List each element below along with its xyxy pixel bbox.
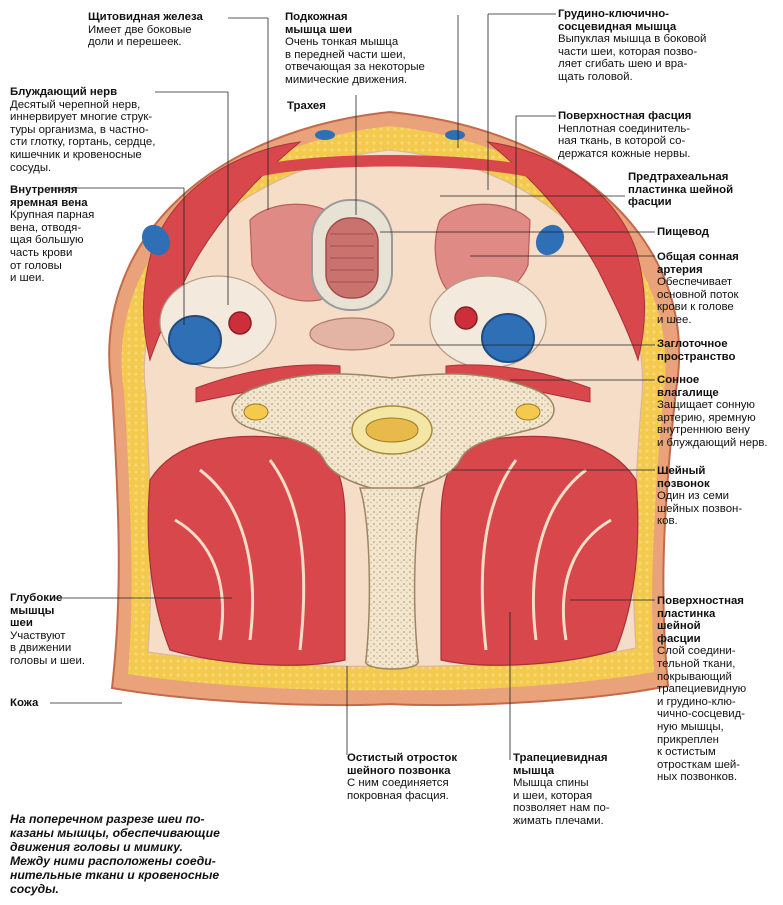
skin-label: Кожа xyxy=(10,697,70,710)
external-jugular-vein-left xyxy=(141,224,171,256)
external-jugular-vein-right xyxy=(535,224,565,256)
scm-desc: Выпуклая мышца в боковой части шеи, кото… xyxy=(558,33,707,83)
platysma-desc: Очень тонкая мышца в передней части шеи,… xyxy=(285,36,425,86)
thyroid-desc: Имеет две боковые доли и перешеек. xyxy=(88,23,192,49)
jugular-desc: Крупная парная вена, отводя- щая большую… xyxy=(10,209,95,285)
superficial-lamina-label: Поверхностная пластинка шейной фасции Сл… xyxy=(657,595,782,784)
esophagus-title: Пищевод xyxy=(657,226,710,238)
trachea-rings xyxy=(330,233,374,283)
vertebra-label: Шейный позвонок Один из семи шейных позв… xyxy=(657,465,777,528)
internal-jugular-vein-left xyxy=(168,315,222,365)
spinous-desc: С ним соединяется покровная фасция. xyxy=(347,777,449,802)
vertebra-desc: Один из семи шейных позвон- ков. xyxy=(657,490,743,528)
common-carotid-artery-right xyxy=(454,306,478,330)
skin-title: Кожа xyxy=(10,697,39,709)
vertebra-title: Шейный позвонок xyxy=(657,465,710,490)
common-carotid-artery-left xyxy=(228,311,252,335)
trapezius-desc: Мышца спины и шеи, которая позволяет нам… xyxy=(513,777,610,827)
jugular-label: Внутренняя яремная вена Крупная парная в… xyxy=(10,184,130,285)
carotid-label: Общая сонная артерия Обеспечивает основн… xyxy=(657,251,772,327)
superficial-fascia-desc: Неплотная соединитель- ная ткань, в кото… xyxy=(558,122,691,160)
superficial-fascia-label: Поверхностная фасция Неплотная соедините… xyxy=(558,110,758,160)
vertebral-artery-left xyxy=(243,403,269,421)
sternocleidomastoid-left xyxy=(142,141,302,362)
thyroid-label: Щитовидная железа Имеет две боковые доли… xyxy=(88,11,228,49)
figure-caption: На поперечном разрезе шеи по- казаны мыш… xyxy=(10,812,220,896)
spinal-cord xyxy=(365,417,419,443)
pretracheal-label: Предтрахеальная пластинка шейной фасции xyxy=(628,171,778,209)
platysma-label: Подкожная мышца шеи Очень тонкая мышца в… xyxy=(285,11,455,87)
trachea-title: Трахея xyxy=(287,100,326,112)
superficial-lamina-desc: Слой соедини- тельной ткани, покрывающий… xyxy=(657,645,747,784)
leader-lines xyxy=(48,13,655,760)
vertebral-artery-right xyxy=(515,403,541,421)
scm-title: Грудино-ключично- сосцевидная мышца xyxy=(558,8,677,33)
sternocleidomastoid-right xyxy=(486,141,646,362)
carotid-desc: Обеспечивает основной поток крови к голо… xyxy=(657,276,739,326)
retropharyngeal-label: Заглоточное пространство xyxy=(657,338,777,363)
thyroid-title: Щитовидная железа xyxy=(88,11,203,23)
superficial-fascia-title: Поверхностная фасция xyxy=(558,110,692,122)
superficial-lamina-title: Поверхностная пластинка шейной фасции xyxy=(657,595,744,645)
deep-muscles-title: Глубокие мышцы шеи xyxy=(10,592,63,630)
spinous-label: Остистый отросток шейного позвонка С ним… xyxy=(347,752,497,802)
deep-muscles-desc: Участвуют в движении головы и шеи. xyxy=(10,629,86,667)
carotid-title: Общая сонная артерия xyxy=(657,251,739,276)
jugular-title: Внутренняя яремная вена xyxy=(10,184,88,209)
trapezius-title: Трапециевидная мышца xyxy=(513,752,608,777)
vagus-label: Блуждающий нерв Десятый черепной нерв, и… xyxy=(10,86,200,174)
trachea-label: Трахея xyxy=(287,100,367,113)
internal-jugular-vein-right xyxy=(481,313,535,363)
spinous-process xyxy=(358,487,426,670)
scm-label: Грудино-ключично- сосцевидная мышца Выпу… xyxy=(558,8,758,84)
vagus-desc: Десятый черепной нерв, иннервирует многи… xyxy=(10,98,156,174)
trapezius-label: Трапециевидная мышца Мышца спины и шеи, … xyxy=(513,752,648,828)
carotid-sheath-title: Сонное влагалище xyxy=(657,374,719,399)
carotid-sheath-desc: Защищает сонную артерию, яремную внутрен… xyxy=(657,399,768,449)
deep-muscles-label: Глубокие мышцы шеи Участвуют в движении … xyxy=(10,592,110,668)
platysma xyxy=(240,155,548,180)
retropharyngeal-title: Заглоточное пространство xyxy=(657,338,736,363)
vagus-title: Блуждающий нерв xyxy=(10,86,118,98)
pretracheal-title: Предтрахеальная пластинка шейной фасции xyxy=(628,171,734,209)
esophagus xyxy=(309,317,395,351)
platysma-title: Подкожная мышца шеи xyxy=(285,11,353,36)
spinous-title: Остистый отросток шейного позвонка xyxy=(347,752,458,777)
esophagus-label: Пищевод xyxy=(657,226,767,239)
carotid-sheath-label: Сонное влагалище Защищает сонную артерию… xyxy=(657,374,782,450)
